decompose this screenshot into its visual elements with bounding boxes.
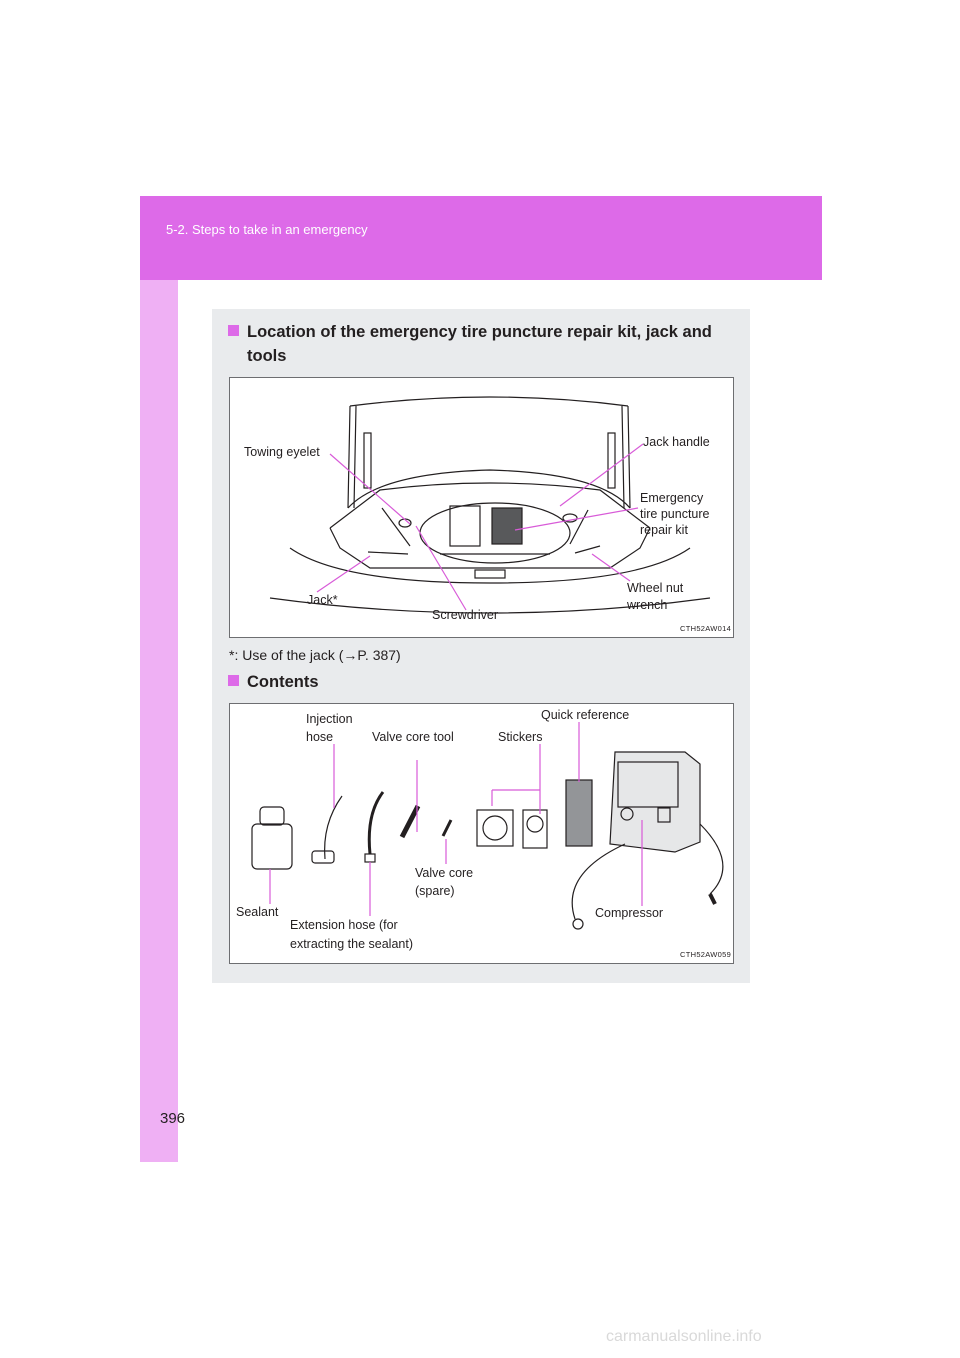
jack-note: *: Use of the jack (→P. 387) (229, 647, 401, 663)
label-screwdriver: Screwdriver (432, 608, 498, 622)
contents-drawing (251, 722, 724, 930)
trunk-illustration (229, 377, 734, 638)
section-title-location-line2: tools (247, 347, 287, 365)
label-jack-handle: Jack handle (643, 435, 710, 449)
label-emergency-kit-1: Emergency (640, 491, 704, 505)
label-injection-hose-2: hose (306, 730, 334, 744)
section-header (140, 196, 822, 280)
label-valve-core-1: Valve core (415, 866, 474, 880)
section-header-title: 5-2. Steps to take in an emergency (166, 222, 368, 237)
label-emergency-kit-3: repair kit (640, 523, 688, 537)
label-jack: Jack* (307, 593, 338, 607)
trunk-drawing (269, 396, 711, 614)
label-valve-core-tool: Valve core tool (372, 730, 454, 744)
label-emergency-kit-2: tire puncture (640, 507, 710, 521)
label-stickers: Stickers (498, 730, 543, 744)
label-extension-hose-2: extracting the sealant) (290, 937, 413, 951)
sidebar-tab (140, 196, 178, 1162)
label-compressor: Compressor (595, 906, 664, 920)
label-injection-hose-1: Injection (306, 712, 353, 726)
label-sealant: Sealant (236, 905, 279, 919)
label-wheel-nut-1: Wheel nut (627, 581, 684, 595)
figure-code-2: CTH52AW059 (680, 950, 732, 959)
label-valve-core-2: (spare) (415, 884, 455, 898)
figure-code-1: CTH52AW014 (680, 624, 732, 633)
label-wheel-nut-2: wrench (627, 598, 668, 612)
label-extension-hose-1: Extension hose (for (290, 918, 398, 932)
label-towing-eyelet: Towing eyelet (244, 445, 320, 459)
contents-illustration (229, 703, 734, 964)
section-title-location: Location of the emergency tire puncture … (228, 320, 712, 344)
section-title-contents: Contents (228, 670, 319, 694)
watermark: carmanualsonline.info (606, 1328, 762, 1345)
page-number: 396 (160, 1110, 186, 1127)
square-bullet-icon (228, 325, 239, 336)
label-quick-reference: Quick reference (541, 708, 630, 722)
square-bullet-icon (228, 675, 239, 686)
